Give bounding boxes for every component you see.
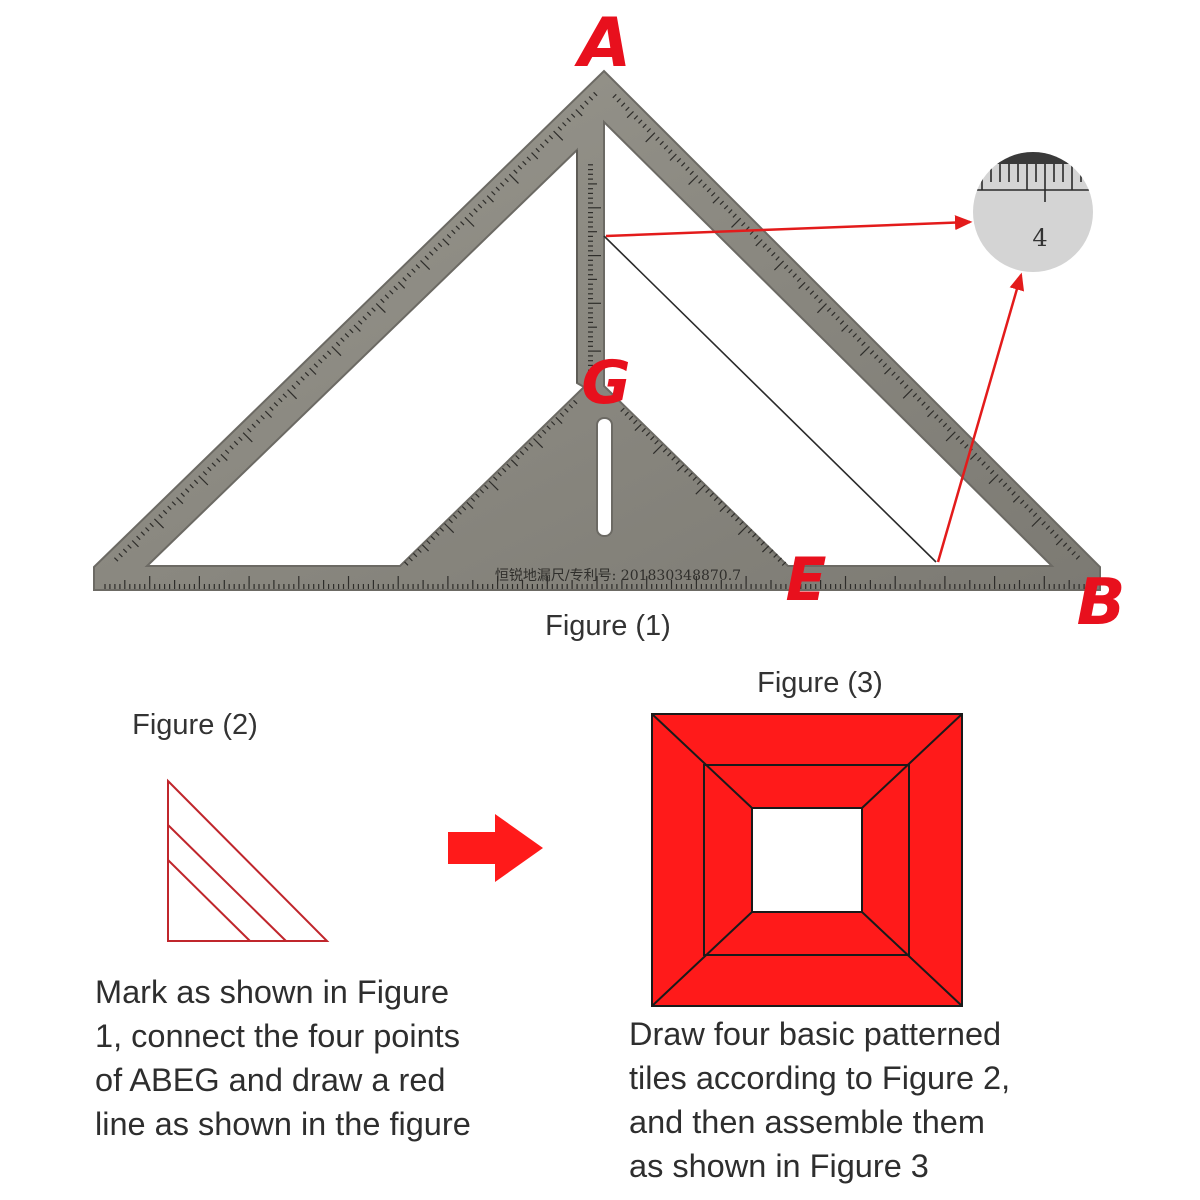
point-label-g: G — [581, 348, 630, 418]
zoom-detail: 4 — [973, 152, 1093, 272]
desc-right-line-4: as shown in Figure 3 — [629, 1148, 929, 1184]
zoom-tick-number: 4 — [1032, 224, 1047, 252]
desc-left-line-2: 1, connect the four points — [95, 1018, 460, 1054]
right-description: Draw four basic patterned tiles accordin… — [629, 1012, 1089, 1188]
figure2-tile-outline — [167, 778, 330, 942]
right-arrow-icon — [448, 814, 543, 882]
desc-left-line-1: Mark as shown in Figure — [95, 974, 450, 1010]
figure3-caption: Figure (3) — [757, 667, 883, 699]
desc-right-line-1: Draw four basic patterned — [629, 1016, 1002, 1052]
figure1-caption: Figure (1) — [545, 610, 671, 642]
ruler-engraving: 恒锐地漏尺/专利号: 201830348870.7 — [495, 568, 741, 584]
desc-left-line-3: of ABEG and draw a red — [95, 1062, 446, 1098]
ruler-body — [93, 69, 1101, 591]
point-label-b: B — [1077, 566, 1126, 640]
ruler-slot — [596, 417, 613, 537]
point-label-e: E — [786, 545, 827, 615]
left-description: Mark as shown in Figure 1, connect the f… — [95, 970, 555, 1146]
red-connector-line-top — [605, 215, 973, 238]
figure2-caption: Figure (2) — [132, 709, 258, 741]
figure3-assembled-pattern — [651, 713, 963, 1007]
triangle-ruler: 恒锐地漏尺/专利号: 201830348870.7 — [93, 69, 1101, 591]
red-connector-line-bottom — [936, 272, 1025, 563]
desc-right-line-2: tiles according to Figure 2, — [629, 1060, 1011, 1096]
diagonal-line — [603, 235, 937, 563]
point-label-a: A — [574, 4, 632, 83]
desc-left-line-4: line as shown in the figure — [95, 1106, 471, 1142]
desc-right-line-3: and then assemble them — [629, 1104, 985, 1140]
